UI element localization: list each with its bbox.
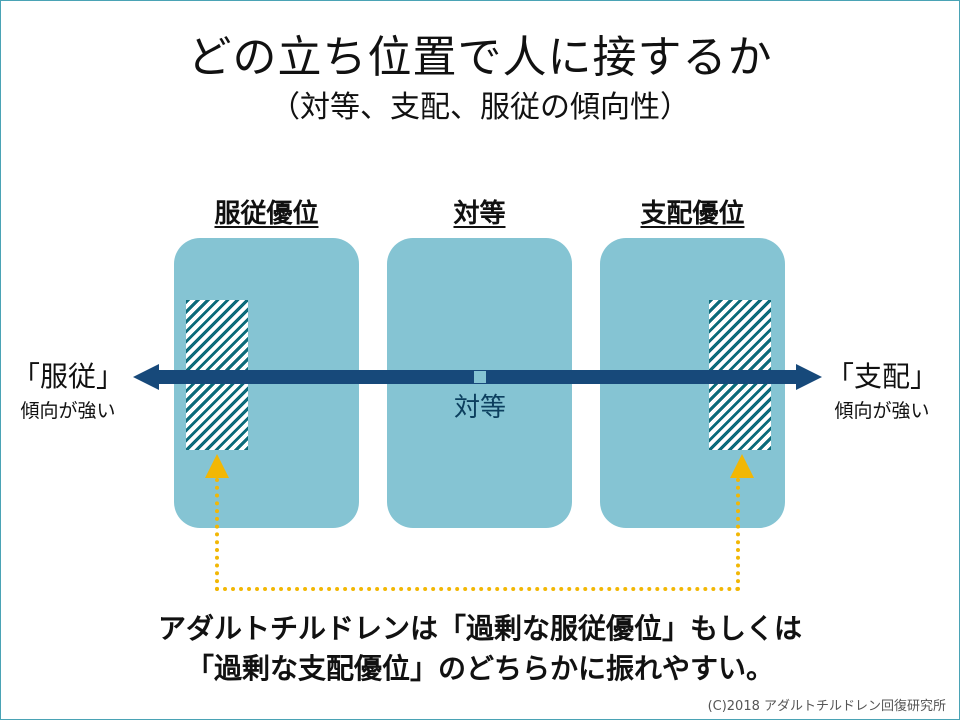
axis-center-label: 対等 xyxy=(453,393,506,423)
axis-right-end-caption: 傾向が強い xyxy=(834,400,930,422)
axis-left-end-title: 「服従」 xyxy=(11,360,124,393)
up-arrow-right-icon xyxy=(730,454,754,478)
slide-title: どの立ち位置で人に接するか xyxy=(187,32,773,83)
column-header-equal: 対等 xyxy=(453,199,506,229)
copyright-notice: (C)2018 アダルトチルドレン回復研究所 xyxy=(707,699,946,714)
axis-right-end-label: 「支配」 傾向が強い xyxy=(812,360,952,424)
up-arrow-left-icon xyxy=(205,454,229,478)
axis-arrow-left-icon xyxy=(133,364,159,390)
conclusion-line-2: 「過剰な支配優位」のどちらかに振れやすい。 xyxy=(185,652,774,685)
axis-arrow-right-icon xyxy=(796,364,822,390)
dotted-connector-path xyxy=(215,478,740,591)
column-header-dominance: 支配優位 xyxy=(640,199,745,229)
axis-center-marker xyxy=(474,371,486,383)
axis-left-end-label: 「服従」 傾向が強い xyxy=(0,360,138,424)
slide-subtitle: （対等、支配、服従の傾向性） xyxy=(270,90,690,125)
conclusion-line-1: アダルトチルドレンは「過剰な服従優位」もしくは xyxy=(157,612,802,645)
column-header-submission: 服従優位 xyxy=(214,199,319,229)
axis-right-end-title: 「支配」 xyxy=(825,360,938,393)
axis-left-end-caption: 傾向が強い xyxy=(20,400,116,422)
